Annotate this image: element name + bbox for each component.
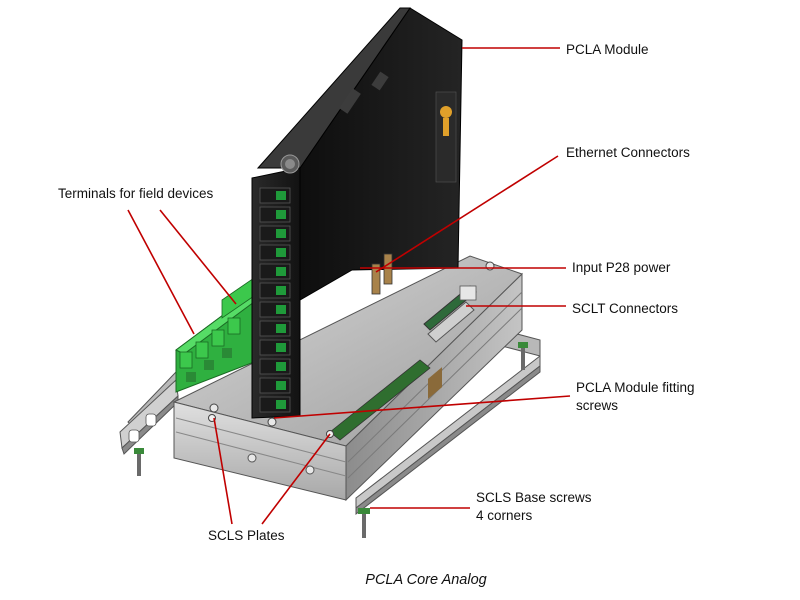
ethernet-port	[276, 305, 286, 314]
ethernet-port	[276, 191, 286, 200]
leader-scls-plate-right	[261, 433, 331, 525]
ethernet-connectors	[259, 187, 291, 413]
scls-base-screws	[134, 342, 528, 538]
left-mounting-bracket	[119, 371, 183, 455]
label-ethernet-connectors: Ethernet Connectors	[566, 145, 690, 160]
label-scls-plates: SCLS Plates	[208, 528, 285, 543]
label-terminals-field-devices: Terminals for field devices	[58, 186, 214, 201]
leader-scls-plate-left	[213, 417, 233, 525]
callout-labels: PCLA Module Ethernet Connectors Terminal…	[58, 42, 695, 543]
leader-terminals-b	[159, 209, 237, 305]
ethernet-port	[276, 286, 286, 295]
label-pcla-fitting-screws-line2: screws	[576, 398, 618, 413]
leader-ethernet-connectors	[375, 155, 559, 273]
label-pcla-module: PCLA Module	[566, 42, 649, 57]
ethernet-port	[276, 381, 286, 390]
device-illustration	[119, 7, 541, 538]
label-input-p28-power: Input P28 power	[572, 260, 671, 275]
leader-lines	[127, 47, 571, 525]
ethernet-port	[276, 324, 286, 333]
ethernet-port	[276, 400, 286, 409]
ethernet-port	[276, 267, 286, 276]
label-sclt-connectors: SCLT Connectors	[572, 301, 678, 316]
label-scls-base-screws-line1: SCLS Base screws	[476, 490, 592, 505]
label-pcla-fitting-screws-line1: PCLA Module fitting	[576, 380, 695, 395]
label-scls-base-screws-line2: 4 corners	[476, 508, 533, 523]
ethernet-port	[276, 229, 286, 238]
ethernet-port	[276, 210, 286, 219]
ethernet-port	[276, 343, 286, 352]
ethernet-port	[276, 248, 286, 257]
ethernet-port	[276, 362, 286, 371]
sclt-connector-strip	[329, 285, 477, 441]
field-device-terminals	[175, 277, 263, 393]
leader-module-fitting-screws	[273, 395, 571, 419]
leader-terminals-a	[127, 209, 195, 335]
figure-caption: PCLA Core Analog	[365, 572, 486, 588]
